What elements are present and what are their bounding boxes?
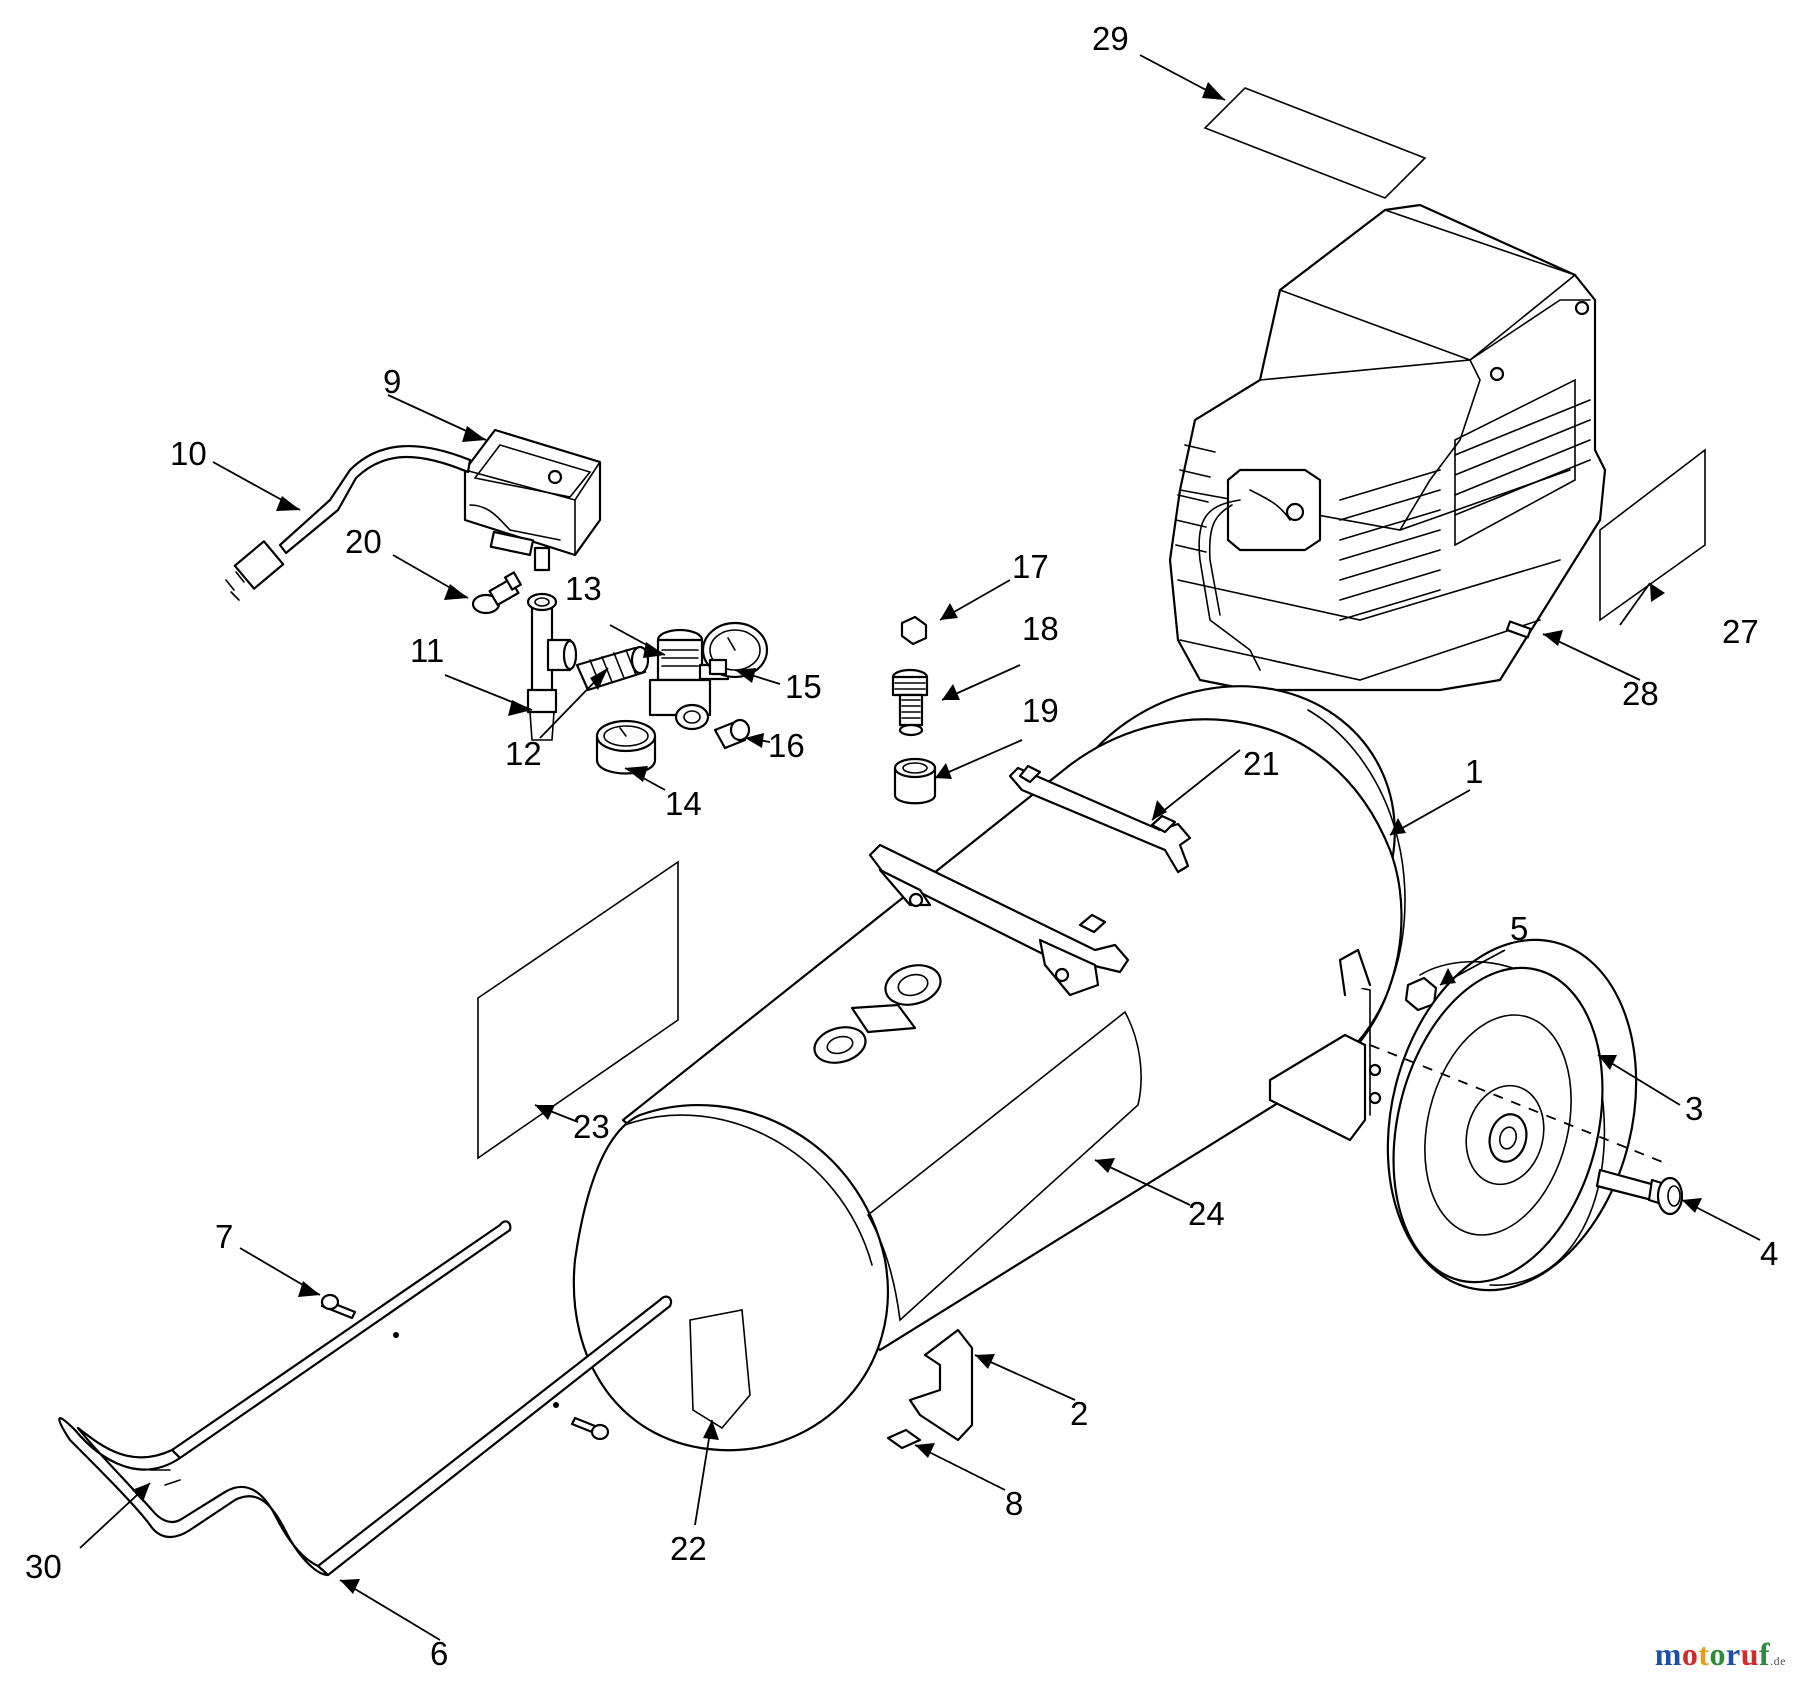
axle-bolt-4 — [1595, 1168, 1684, 1216]
nipple-12 — [575, 645, 650, 692]
callout-24: 24 — [1188, 1195, 1225, 1232]
callout-9: 9 — [383, 363, 401, 400]
fitting-16 — [713, 718, 751, 750]
callout-4: 4 — [1760, 1235, 1778, 1272]
bushing-19 — [893, 757, 937, 805]
motoruf-watermark-logo: motoruf.de — [1655, 1636, 1786, 1673]
motor-brackets-21 — [868, 764, 1192, 997]
callout-13: 13 — [565, 570, 602, 607]
callout-8: 8 — [1005, 1485, 1023, 1522]
callout-6: 6 — [430, 1635, 448, 1672]
callout-7: 7 — [215, 1218, 233, 1255]
callout-17: 17 — [1012, 548, 1049, 585]
foot-pad-8 — [886, 1428, 922, 1450]
pressure-switch-9 — [463, 428, 602, 572]
callout-28: 28 — [1622, 675, 1659, 712]
callout-11: 11 — [410, 632, 444, 669]
callout-10: 10 — [170, 435, 207, 472]
handle-6 — [58, 1220, 673, 1577]
callout-22: 22 — [670, 1530, 707, 1567]
check-valve-18 — [891, 668, 929, 737]
wm-suffix: .de — [1770, 1654, 1786, 1668]
wm-letter: f — [1759, 1636, 1771, 1672]
decal-22 — [689, 1309, 751, 1430]
callout-30: 30 — [25, 1548, 62, 1585]
callout-12: 12 — [505, 735, 542, 772]
gauge-14 — [595, 719, 657, 775]
callout-29: 29 — [1092, 20, 1129, 57]
screw-7 — [320, 1293, 357, 1320]
callout-5: 5 — [1510, 910, 1528, 947]
wm-letter: t — [1698, 1636, 1710, 1672]
gauge-15 — [701, 621, 769, 679]
callout-18: 18 — [1022, 610, 1059, 647]
wm-letter: m — [1654, 1636, 1682, 1672]
screw-28 — [1505, 620, 1532, 639]
regulator-13 — [648, 628, 730, 731]
screw-handle — [570, 1416, 610, 1441]
decal-23 — [477, 860, 679, 1160]
power-cord-10 — [225, 445, 472, 601]
tee-fitting-11 — [526, 592, 578, 741]
wm-letter: u — [1740, 1636, 1760, 1672]
callout-labels: 1 2 3 4 5 6 7 8 9 10 11 12 13 14 15 16 1… — [25, 20, 1778, 1672]
wm-letter: o — [1681, 1636, 1699, 1672]
callout-20: 20 — [345, 523, 382, 560]
wm-letter: r — [1726, 1636, 1741, 1672]
nut-17 — [900, 615, 928, 646]
callout-21: 21 — [1243, 745, 1280, 782]
fitting-20 — [471, 571, 522, 615]
callout-23: 23 — [573, 1108, 610, 1145]
callout-15: 15 — [785, 668, 822, 705]
callout-19: 19 — [1022, 692, 1059, 729]
motor-shroud — [1168, 203, 1607, 692]
callout-3: 3 — [1685, 1090, 1703, 1127]
callout-14: 14 — [665, 785, 702, 822]
callout-1: 1 — [1465, 753, 1483, 790]
decal-29 — [1203, 87, 1427, 199]
callout-2: 2 — [1070, 1395, 1088, 1432]
wheel-3 — [1386, 938, 1638, 1292]
decal-27 — [1599, 448, 1706, 622]
air-tank — [572, 685, 1406, 1452]
callout-27: 27 — [1722, 613, 1759, 650]
callout-16: 16 — [768, 727, 805, 764]
wm-letter: o — [1709, 1636, 1727, 1672]
arrowheads — [132, 82, 1702, 1594]
